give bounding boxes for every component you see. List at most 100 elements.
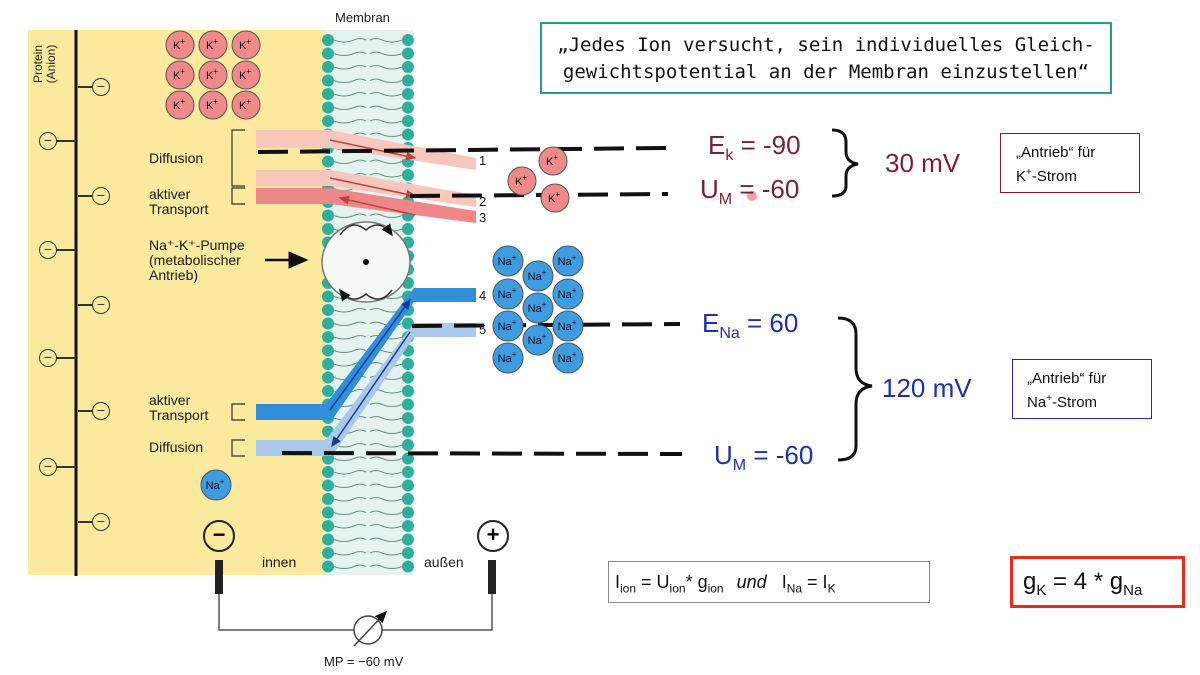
arrow-number-1: 1 <box>479 153 487 168</box>
anion-tick <box>78 195 92 197</box>
lipid-head <box>402 223 414 235</box>
pump-label: Na⁺-K⁺-Pumpe (metabolischer Antrieb) <box>149 238 245 283</box>
lipid-tail <box>369 510 403 515</box>
anion-sign-icon: − <box>92 78 110 96</box>
anion-tick <box>78 86 92 88</box>
na-ion: Na+ <box>552 278 584 310</box>
na-ion: Na+ <box>522 292 554 324</box>
electrode-inside <box>215 560 223 594</box>
k-ion: K+ <box>198 60 228 90</box>
plus-sign: + <box>486 522 500 547</box>
protein-label: Protein (Anion) <box>31 24 58 104</box>
lipid-head <box>402 439 414 451</box>
lipid-head <box>402 520 414 532</box>
anion-sign-icon: − <box>92 513 110 531</box>
active-transport-top: aktiver Transport <box>149 187 208 217</box>
lipid-tail <box>333 524 367 529</box>
lipid-head <box>402 425 414 438</box>
lipid-head <box>402 34 414 46</box>
quote-line2: gewichtspotential an der Membran einzust… <box>562 61 1090 83</box>
electrode-outside <box>488 560 496 594</box>
k-ion: K+ <box>231 30 261 60</box>
lipid-head <box>322 331 334 343</box>
lipid-tail <box>369 564 403 569</box>
lipid-tail <box>369 65 403 70</box>
lipid-head <box>322 520 334 532</box>
lipid-head <box>402 88 414 100</box>
lipid-tail <box>369 38 403 43</box>
pump-arrow-top <box>339 223 393 237</box>
lipid-tail <box>369 537 403 542</box>
anion-sign-icon: − <box>39 458 57 476</box>
um2-symbol: U <box>714 440 733 470</box>
diffusion-bracket-top <box>231 129 245 187</box>
active-transport-top-line1: aktiver <box>149 186 191 202</box>
anion-tick <box>56 357 76 359</box>
arrow-number-5: 5 <box>479 322 487 337</box>
lipid-head <box>322 74 334 87</box>
lipid-tail <box>333 308 367 313</box>
na-ions: Na+Na+Na+Na+Na+Na+Na+Na+Na+Na+Na+Na+ <box>200 245 584 501</box>
lipid-tail <box>333 497 367 502</box>
lipid-tail <box>369 416 403 421</box>
k-ions: K+K+K+K+K+K+K+K+K+K+K+K+ <box>165 30 570 213</box>
anion-sign-icon: − <box>92 402 110 420</box>
cytoplasm-area <box>28 30 328 575</box>
anion-tick <box>56 249 76 251</box>
lipid-tail <box>333 321 367 326</box>
lipid-head <box>322 371 334 384</box>
anion-sign-icon: − <box>39 241 57 259</box>
lipid-tail <box>333 105 367 110</box>
lipid-head <box>322 290 334 303</box>
k-ion: K+ <box>165 90 195 120</box>
um1-symbol: U <box>700 174 719 204</box>
pump-label-line1: Na⁺-K⁺-Pumpe <box>149 237 245 253</box>
lipid-head <box>322 466 334 478</box>
lipid-head <box>322 304 334 316</box>
lipid-head <box>322 479 334 492</box>
lipid-head <box>322 547 334 559</box>
lipid-head <box>402 452 414 465</box>
lipid-tail <box>369 173 403 178</box>
na-arrow-4 <box>329 298 411 411</box>
na-brace <box>837 316 873 462</box>
k-brace <box>831 128 859 198</box>
na-transport-bar <box>256 288 476 420</box>
na-diffusion-bar <box>256 323 476 456</box>
lipid-tail <box>333 51 367 56</box>
k-drive-line2: K+-Strom <box>1016 167 1077 185</box>
lipid-head <box>402 466 414 478</box>
lipid-tail <box>369 551 403 556</box>
lipid-head <box>402 169 414 181</box>
lipid-tail <box>369 51 403 56</box>
k-difference: 30 mV <box>885 148 961 178</box>
inside-label: innen <box>262 554 297 570</box>
lipid-head <box>402 115 414 127</box>
k-ion: K+ <box>540 183 570 213</box>
lipid-tail <box>333 551 367 556</box>
ena-subscript: Na <box>719 325 740 343</box>
lipid-head <box>322 385 334 397</box>
ek-dashed-line <box>257 146 669 154</box>
k-arrow-2 <box>329 177 417 199</box>
arrow-number-3: 3 <box>479 210 487 225</box>
lipid-tail <box>369 362 403 367</box>
active-transport-bottom-line1: aktiver <box>149 392 191 408</box>
k-ion: K+ <box>231 90 261 120</box>
anion-tick <box>56 466 76 468</box>
lipid-head <box>402 61 414 73</box>
active-transport-bottom: aktiver Transport <box>149 393 208 423</box>
lipid-tail <box>369 213 403 218</box>
k-ion: K+ <box>538 146 568 176</box>
active-transport-bottom-line2: Transport <box>149 407 209 423</box>
lipid-tail <box>333 456 367 461</box>
lipid-tail <box>369 132 403 137</box>
lipid-tail <box>369 105 403 110</box>
um2-dashed-line <box>281 451 683 456</box>
k-ion: K+ <box>198 90 228 120</box>
membrane-label: Membran <box>335 10 390 25</box>
lipid-tail <box>333 65 367 70</box>
na-ion: Na+ <box>552 342 584 374</box>
anion-sign-icon: − <box>39 349 57 367</box>
